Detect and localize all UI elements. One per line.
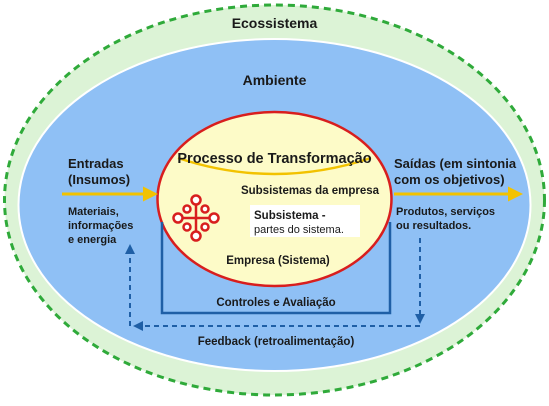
process-title-arc bbox=[177, 156, 372, 176]
controls-loop bbox=[160, 222, 392, 315]
inputs-title-line1: Entradas bbox=[68, 156, 124, 171]
outputs-desc-line1: Produtos, serviços bbox=[396, 206, 495, 218]
controls-label: Controles e Avaliação bbox=[216, 297, 335, 309]
subsystem-title: Subsistema - bbox=[254, 210, 326, 222]
subsystems-label: Subsistemas da empresa bbox=[241, 185, 380, 197]
outputs-title-line1: Saídas (em sintonia bbox=[394, 156, 517, 171]
inputs-desc-line3: e energia bbox=[68, 234, 117, 246]
subsystem-box bbox=[250, 205, 360, 237]
process-title: Processo de Transformação bbox=[177, 151, 371, 167]
outputs-title-line2: com os objetivos) bbox=[394, 172, 505, 187]
outputs-desc-line2: ou resultados. bbox=[396, 220, 471, 232]
company-label: Empresa (Sistema) bbox=[226, 255, 330, 267]
inputs-desc-line1: Materiais, bbox=[68, 206, 119, 218]
environment-title: Ambiente bbox=[243, 72, 307, 88]
feedback-label: Feedback (retroalimentação) bbox=[198, 336, 355, 348]
ecosystem-title: Ecossistema bbox=[232, 15, 318, 31]
subsystem-desc: partes do sistema. bbox=[254, 224, 344, 236]
inputs-desc-line2: informações bbox=[68, 220, 133, 232]
inputs-title-line2: (Insumos) bbox=[68, 172, 130, 187]
subsystem-network-icon bbox=[172, 194, 220, 242]
